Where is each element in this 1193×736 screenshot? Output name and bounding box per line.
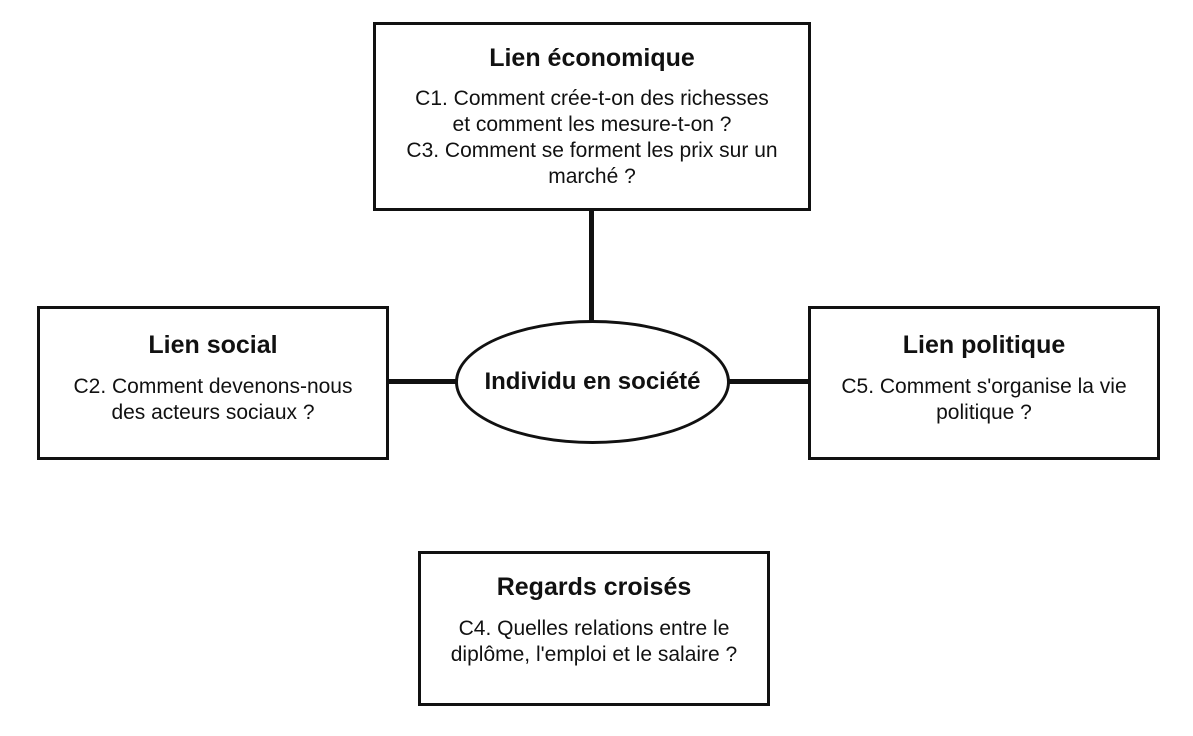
text-line: C5. Comment s'organise la vie [841,375,1127,398]
box-text-economique: C1. Comment crée-t-on des richesses et c… [376,86,808,190]
box-title-politique: Lien politique [902,331,1066,359]
box-lien-politique: Lien politique C5. Comment s'organise la… [808,306,1160,460]
center-node-label: Individu en société [484,368,701,395]
box-title-social: Lien social [148,331,278,359]
connector-center-to-economique [589,210,594,322]
box-regards-croises: Regards croisés C4. Quelles relations en… [418,551,770,706]
box-text-regards: C4. Quelles relations entre le diplôme, … [421,616,767,668]
text-line: marché ? [548,165,636,188]
box-lien-economique: Lien économique C1. Comment crée-t-on de… [373,22,811,211]
text-line: diplôme, l'emploi et le salaire ? [450,643,738,666]
text-line: et comment les mesure-t-on ? [452,113,732,136]
box-lien-social: Lien social C2. Comment devenons-nous de… [37,306,389,460]
text-line: politique ? [936,401,1032,424]
text-line: C4. Quelles relations entre le [458,617,730,640]
box-text-social: C2. Comment devenons-nous des acteurs so… [40,374,386,426]
box-title-regards: Regards croisés [496,573,692,601]
box-text-politique: C5. Comment s'organise la vie politique … [811,374,1157,426]
text-line: des acteurs sociaux ? [111,401,315,424]
center-node-ellipse: Individu en société [455,320,730,444]
text-line: C2. Comment devenons-nous [73,375,353,398]
connector-center-to-social [387,379,458,384]
connector-center-to-politique [727,379,810,384]
text-line: C1. Comment crée-t-on des richesses [415,87,769,110]
box-title-economique: Lien économique [489,44,695,72]
text-line: C3. Comment se forment les prix sur un [406,139,778,162]
